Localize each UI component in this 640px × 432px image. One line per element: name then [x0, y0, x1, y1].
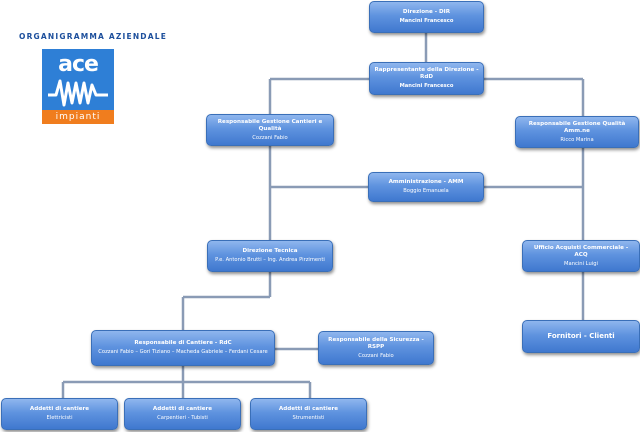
node-title: Fornitori - Clienti [547, 332, 615, 340]
logo-brand: ace [58, 52, 99, 77]
node-ufficio-acquisti[interactable]: Ufficio Acquisti Commerciale - ACQ Manci… [522, 240, 640, 272]
node-title: Addetti di cantiere [278, 406, 339, 413]
node-fornitori-clienti[interactable]: Fornitori - Clienti [522, 320, 640, 353]
logo-sub: impianti [42, 110, 114, 124]
node-person: P.e. Antonio Brutti – Ing. Andrea Pirzim… [215, 257, 325, 264]
node-person: Cozzani Fabio – Gori Tiziano – Macheda G… [98, 349, 268, 356]
company-logo: ace impianti [42, 49, 114, 124]
node-title: Addetti di cantiere [29, 406, 90, 413]
node-title: Responsabile Gestione Cantieri e Qualità [217, 118, 323, 132]
chart-title: ORGANIGRAMMA AZIENDALE [19, 32, 168, 41]
node-person: Mancini Francesco [399, 18, 454, 25]
node-responsabile-cantiere[interactable]: Responsabile di Cantiere - RdC Cozzani F… [91, 330, 275, 366]
node-title: Rappresentante della Direzione - RdD [374, 67, 479, 81]
node-role: Carpentieri - Tubisti [157, 415, 208, 422]
node-cantieri-qualita[interactable]: Responsabile Gestione Cantieri e Qualità… [206, 114, 334, 146]
node-person: Mancini Francesco [399, 83, 454, 90]
node-title: Amministrazione - AMM [388, 179, 464, 186]
node-qualita-amministrazione[interactable]: Responsabile Gestione Qualità Amm.ne Ric… [515, 116, 639, 148]
node-person: Cozzani Fabio [358, 352, 394, 359]
node-direzione[interactable]: Direzione - DIR Mancini Francesco [369, 1, 484, 33]
node-title: Ufficio Acquisti Commerciale - ACQ [533, 244, 629, 258]
node-person: Cozzani Fabio [252, 134, 288, 141]
node-title: Direzione Tecnica [242, 248, 298, 255]
node-direzione-tecnica[interactable]: Direzione Tecnica P.e. Antonio Brutti – … [207, 240, 333, 272]
node-title: Direzione - DIR [402, 9, 451, 16]
node-title: Responsabile Gestione Qualità Amm.ne [528, 120, 626, 134]
node-addetti-carpentieri[interactable]: Addetti di cantiere Carpentieri - Tubist… [124, 398, 241, 430]
logo-wave-icon [48, 79, 108, 107]
node-person: Ricco Marina [560, 136, 594, 143]
node-role: Strumentisti [292, 415, 325, 422]
node-person: Mancini Luigi [564, 260, 598, 267]
node-rappresentante-direzione[interactable]: Rappresentante della Direzione - RdD Man… [369, 62, 484, 95]
node-title: Responsabile di Cantiere - RdC [134, 340, 232, 347]
node-responsabile-sicurezza[interactable]: Responsabile della Sicurezza - RSPP Cozz… [318, 331, 434, 365]
node-addetti-elettricisti[interactable]: Addetti di cantiere Elettricisti [1, 398, 118, 430]
node-person: Boggio Emanuela [403, 188, 449, 195]
node-role: Elettricisti [46, 415, 73, 422]
node-title: Responsabile della Sicurezza - RSPP [328, 336, 424, 350]
node-amministrazione[interactable]: Amministrazione - AMM Boggio Emanuela [368, 172, 484, 202]
node-title: Addetti di cantiere [152, 406, 213, 413]
node-addetti-strumentisti[interactable]: Addetti di cantiere Strumentisti [250, 398, 367, 430]
